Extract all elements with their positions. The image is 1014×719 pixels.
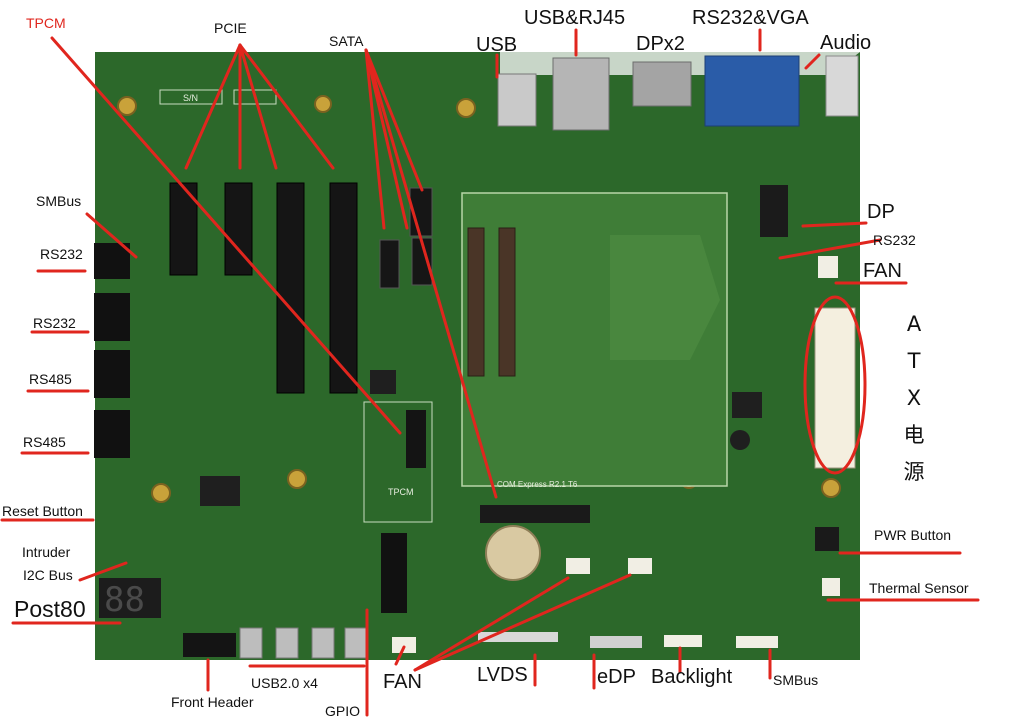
callout-lines [0, 28, 980, 717]
label-fan-right: FAN [863, 260, 902, 282]
cmos-battery [485, 525, 541, 581]
rev-silk-box [233, 89, 277, 105]
vga-port [704, 55, 800, 127]
backlight-connector [664, 635, 702, 647]
label-i2c-bus: I2C Bus [23, 567, 73, 583]
post80-digits: 88 [104, 580, 145, 620]
label-usb2-x4: USB2.0 x4 [251, 675, 318, 691]
label-dpx2: DPx2 [636, 33, 685, 55]
label-post80: Post80 [14, 596, 86, 622]
atx-char-t: T [907, 349, 921, 373]
dp-connector-right [760, 185, 788, 237]
label-atx-power: A T X 电 源 [902, 306, 926, 491]
label-reset-button: Reset Button [2, 503, 83, 519]
label-sata: SATA [329, 33, 364, 49]
label-intruder: Intruder [22, 544, 71, 560]
label-usb: USB [476, 34, 518, 56]
post80-display [99, 578, 161, 618]
label-edp: eDP [597, 666, 636, 688]
label-smbus-left: SMBus [36, 193, 82, 209]
label-fan-bottom: FAN [383, 671, 422, 693]
label-rs232-2: RS232 [33, 315, 76, 331]
tpcm-silk-area [363, 401, 433, 523]
usb-port [497, 73, 537, 127]
com-connector-a [467, 227, 485, 377]
label-rs232-vga: RS232&VGA [692, 7, 809, 29]
label-pcie: PCIE [214, 20, 247, 36]
rj45-port [552, 57, 610, 131]
label-pwr-button: PWR Button [874, 527, 952, 543]
atx-char-yuan: 源 [903, 460, 925, 484]
front-header-part [183, 633, 236, 657]
usb2-ports [239, 627, 368, 659]
copper-pour [610, 235, 720, 360]
left-headers [94, 243, 130, 458]
label-tpcm: TPCM [26, 15, 66, 31]
dp-ports [632, 61, 692, 107]
com-connector-b [498, 227, 516, 377]
tpcm-header [406, 410, 426, 468]
lvds-connector [478, 632, 558, 642]
label-smbus-bottom: SMBus [773, 672, 819, 688]
edp-connector [590, 636, 642, 648]
label-dp: DP [867, 201, 895, 223]
atx-connector [814, 307, 856, 469]
tpcm-silk-text: TPCM [388, 487, 414, 497]
audio-jacks [825, 55, 859, 117]
fan-connector-bottom-b [628, 558, 652, 574]
label-thermal-sensor: Thermal Sensor [869, 580, 969, 596]
sn-silk-text: S/N [183, 93, 198, 103]
atx-char-x: X [906, 386, 922, 410]
so-dimm-slot [480, 505, 590, 523]
label-rs485-1: RS485 [29, 371, 72, 387]
sata-connectors [379, 187, 433, 289]
label-usb-rj45: USB&RJ45 [524, 7, 626, 29]
label-rs232-right: RS232 [873, 232, 916, 248]
label-backlight: Backlight [651, 666, 733, 688]
com-express-silk: COM Express R2.1 T6 [497, 480, 578, 489]
label-lvds: LVDS [477, 664, 528, 686]
pwr-button-part [815, 527, 839, 551]
label-front-header: Front Header [171, 694, 254, 710]
gpio-header [381, 533, 407, 613]
fan-connector-gpio [392, 637, 416, 653]
atx-char-dian: 电 [903, 423, 925, 447]
atx-char-a: A [906, 312, 922, 336]
atx-highlight-ellipse [803, 295, 867, 475]
sn-silk-box [159, 89, 223, 105]
label-rs232-1: RS232 [40, 246, 83, 262]
smbus-connector-bottom [736, 636, 778, 648]
fan-connector-bottom-a [566, 558, 590, 574]
label-gpio: GPIO [325, 703, 361, 719]
chips [200, 370, 762, 506]
label-audio: Audio [820, 32, 872, 54]
label-rs485-2: RS485 [23, 434, 66, 450]
fan-connector-right [818, 256, 838, 278]
thermal-connector [822, 578, 840, 596]
